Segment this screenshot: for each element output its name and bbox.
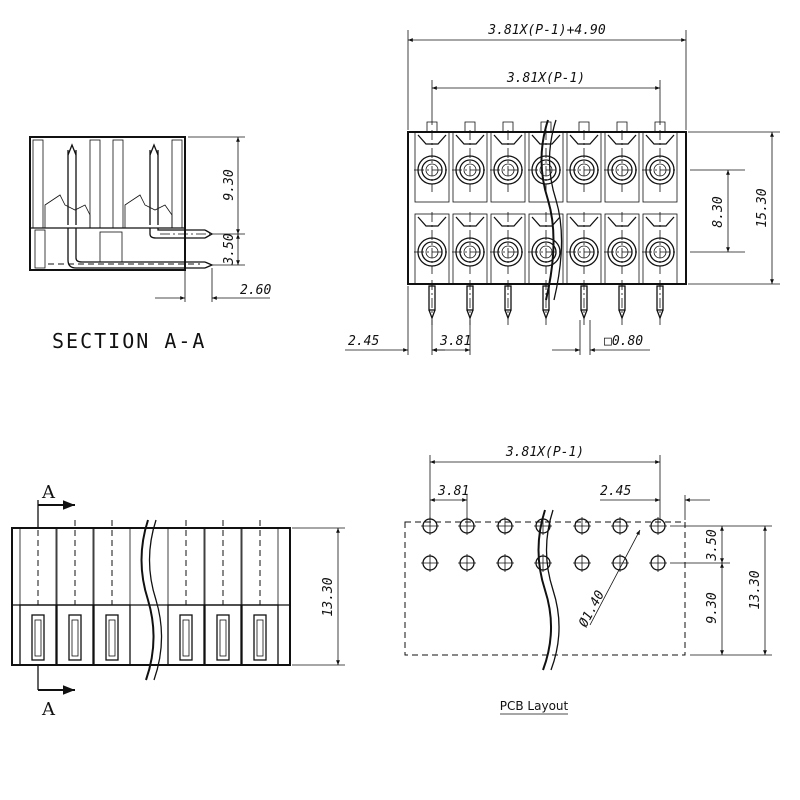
side-slot xyxy=(167,520,205,666)
contact-cell xyxy=(642,130,678,203)
pcb-hole xyxy=(496,517,514,535)
pcb-hole xyxy=(458,554,476,572)
pcb-hole xyxy=(573,517,591,535)
pcb-hole xyxy=(611,517,629,535)
pcb-hole xyxy=(534,554,552,572)
front-dim-pitch: 3.81 xyxy=(439,334,471,349)
contact-cell xyxy=(452,130,488,203)
front-dim-pin-square: □0.80 xyxy=(604,334,643,349)
pin xyxy=(580,280,588,325)
contact-cell xyxy=(604,130,640,203)
side-slot xyxy=(204,520,242,666)
pcb-dim-row-spacing: 3.50 xyxy=(705,529,720,561)
pin xyxy=(466,280,474,325)
front-view: 3.81X(P-1)+4.90 3.81X(P-1) 8.30 15.30 2.… xyxy=(345,23,780,355)
top-clip xyxy=(654,121,666,132)
pcb-dim-overall-height: 13.30 xyxy=(748,570,763,609)
section-title: SECTION A-A xyxy=(52,329,206,353)
contact-cell xyxy=(528,130,564,203)
pcb-layout-label: PCB Layout xyxy=(500,699,569,713)
top-clip xyxy=(578,121,590,132)
top-clip xyxy=(426,121,438,132)
contact-cell xyxy=(414,212,450,285)
pcb-dim-edge-offset: 2.45 xyxy=(600,484,631,499)
contact-cell xyxy=(604,212,640,285)
front-dim-edge-offset: 2.45 xyxy=(348,334,379,349)
contact-cell xyxy=(452,212,488,285)
pin xyxy=(656,280,664,325)
pcb-hole xyxy=(496,554,514,572)
section-marker-bottom: A xyxy=(41,699,56,720)
side-slot xyxy=(93,520,131,666)
pcb-dim-lower: 9.30 xyxy=(705,592,720,623)
pcb-dim-hole-diameter: Ø1.40 xyxy=(576,588,608,630)
pin xyxy=(504,280,512,325)
contact-cell xyxy=(490,130,526,203)
pcb-hole xyxy=(573,554,591,572)
front-dim-pitch-span: 3.81X(P-1) xyxy=(506,71,585,86)
pcb-dim-pitch: 3.81 xyxy=(437,484,469,499)
contact-cell xyxy=(566,130,602,203)
side-slot xyxy=(19,520,57,666)
top-clip xyxy=(616,121,628,132)
pcb-hole xyxy=(421,554,439,572)
section-a-a-view: 9.30 3.50 2.60 SECTION A-A xyxy=(29,136,271,353)
contact-cell xyxy=(642,212,678,285)
pin xyxy=(542,280,550,325)
front-dim-overall-width: 3.81X(P-1)+4.90 xyxy=(487,23,606,38)
pin xyxy=(428,280,436,325)
pcb-hole xyxy=(611,554,629,572)
side-dim-height: 13.30 xyxy=(321,577,336,616)
pcb-hole xyxy=(649,517,667,535)
top-clip xyxy=(464,121,476,132)
pcb-layout-view: 3.81X(P-1) 3.81 2.45 3.50 9.30 13.30 Ø1.… xyxy=(404,445,772,715)
side-view: A A 13.30 xyxy=(11,482,345,720)
pcb-hole xyxy=(649,554,667,572)
section-dim-2-60: 2.60 xyxy=(240,283,271,298)
pcb-dim-pitch-span: 3.81X(P-1) xyxy=(505,445,584,460)
side-slot xyxy=(56,520,94,666)
section-dim-3-50: 3.50 xyxy=(222,233,237,265)
section-marker-top: A xyxy=(41,482,56,503)
contact-cell xyxy=(490,212,526,285)
front-dim-overall-height: 15.30 xyxy=(755,188,770,227)
contact-cell xyxy=(566,212,602,285)
section-dim-9-30: 9.30 xyxy=(222,169,237,200)
side-slot xyxy=(241,520,279,666)
contact-cell xyxy=(414,130,450,203)
front-dim-row-spacing: 8.30 xyxy=(711,196,726,227)
pin xyxy=(618,280,626,325)
top-clip xyxy=(502,121,514,132)
break-line xyxy=(540,119,555,301)
top-clip xyxy=(540,121,552,132)
